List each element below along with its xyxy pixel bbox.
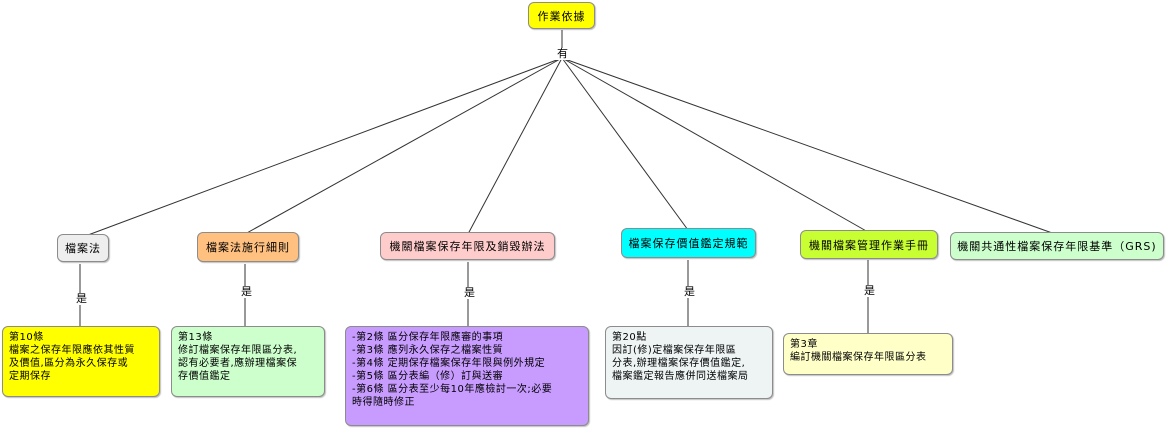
leaf-line: 編訂機關檔案保存年限區分表 bbox=[790, 352, 927, 363]
leaf-line: -第6條 區分表至少每10年應檢討一次;必要 bbox=[352, 384, 553, 395]
leaf-articles-2-6[interactable]: -第2條 區分保存年限應審的事項 -第3條 應列永久保存之檔案性質 -第4條 定… bbox=[345, 326, 589, 426]
leaf-line: 第10條 bbox=[9, 332, 44, 343]
leaf-line: 第3章 bbox=[790, 339, 818, 350]
node-label: 機關檔案保存年限及銷毀辦法 bbox=[389, 240, 546, 253]
leaf-line: 定期保存 bbox=[9, 371, 51, 382]
node-label: 檔案保存價值鑑定規範 bbox=[628, 237, 749, 250]
link-label: 是 bbox=[462, 286, 477, 299]
root-node[interactable]: 作業依據 bbox=[528, 2, 595, 29]
hub-label: 有 bbox=[555, 47, 570, 60]
node-archives-act[interactable]: 檔案法 bbox=[57, 234, 109, 262]
node-archives-act-rules[interactable]: 檔案法施行細則 bbox=[197, 232, 299, 262]
node-records-management-manual[interactable]: 機關檔案管理作業手冊 bbox=[800, 230, 938, 259]
link-label: 是 bbox=[74, 292, 89, 305]
node-appraisal-standards[interactable]: 檔案保存價值鑑定規範 bbox=[621, 228, 756, 258]
leaf-point-20[interactable]: 第20點 因訂(修)定檔案保存年限區 分表,辦理檔案保存價值鑑定, 檔案鑑定報告… bbox=[605, 326, 773, 399]
leaf-line: 分表,辦理檔案保存價值鑑定, bbox=[612, 358, 746, 369]
leaf-line: 第20點 bbox=[612, 332, 647, 343]
leaf-line: -第4條 定期保存檔案保存年限與例外規定 bbox=[352, 358, 546, 369]
leaf-line: 及價值,區分為永久保存或 bbox=[9, 358, 129, 369]
leaf-article-13[interactable]: 第13條 修訂檔案保存年限區分表, 認有必要者,應辦理檔案保 存價值鑑定 bbox=[171, 326, 325, 397]
leaf-line: -第3條 應列永久保存之檔案性質 bbox=[352, 345, 504, 356]
leaf-article-10[interactable]: 第10條 檔案之保存年限應依其性質 及價值,區分為永久保存或 定期保存 bbox=[2, 326, 160, 397]
link-label: 是 bbox=[682, 285, 697, 298]
link-label: 是 bbox=[239, 285, 254, 298]
leaf-line: 檔案鑑定報告應併同送檔案局 bbox=[612, 371, 749, 382]
leaf-chapter-3[interactable]: 第3章 編訂機關檔案保存年限區分表 bbox=[783, 333, 953, 375]
leaf-line: 檔案之保存年限應依其性質 bbox=[9, 345, 135, 356]
leaf-line: 存價值鑑定 bbox=[178, 371, 231, 382]
root-label: 作業依據 bbox=[537, 9, 586, 23]
leaf-line: -第5條 區分表編（修）訂與送審 bbox=[352, 371, 504, 382]
node-label: 機關檔案管理作業手冊 bbox=[809, 238, 929, 252]
node-grs[interactable]: 機關共通性檔案保存年限基準（GRS) bbox=[950, 232, 1164, 260]
leaf-line: 認有必要者,應辦理檔案保 bbox=[178, 358, 298, 369]
node-label: 檔案法 bbox=[65, 242, 101, 255]
node-label: 機關共通性檔案保存年限基準（GRS) bbox=[957, 240, 1157, 253]
node-label: 檔案法施行細則 bbox=[206, 241, 290, 254]
node-retention-destruction-regulations[interactable]: 機關檔案保存年限及銷毀辦法 bbox=[380, 232, 555, 260]
leaf-line: 修訂檔案保存年限區分表, bbox=[178, 345, 298, 356]
leaf-line: 第13條 bbox=[178, 332, 213, 343]
leaf-line: -第2條 區分保存年限應審的事項 bbox=[352, 332, 504, 343]
leaf-line: 時得隨時修正 bbox=[352, 397, 415, 408]
leaf-line: 因訂(修)定檔案保存年限區 bbox=[612, 345, 737, 356]
link-label: 是 bbox=[862, 284, 877, 297]
